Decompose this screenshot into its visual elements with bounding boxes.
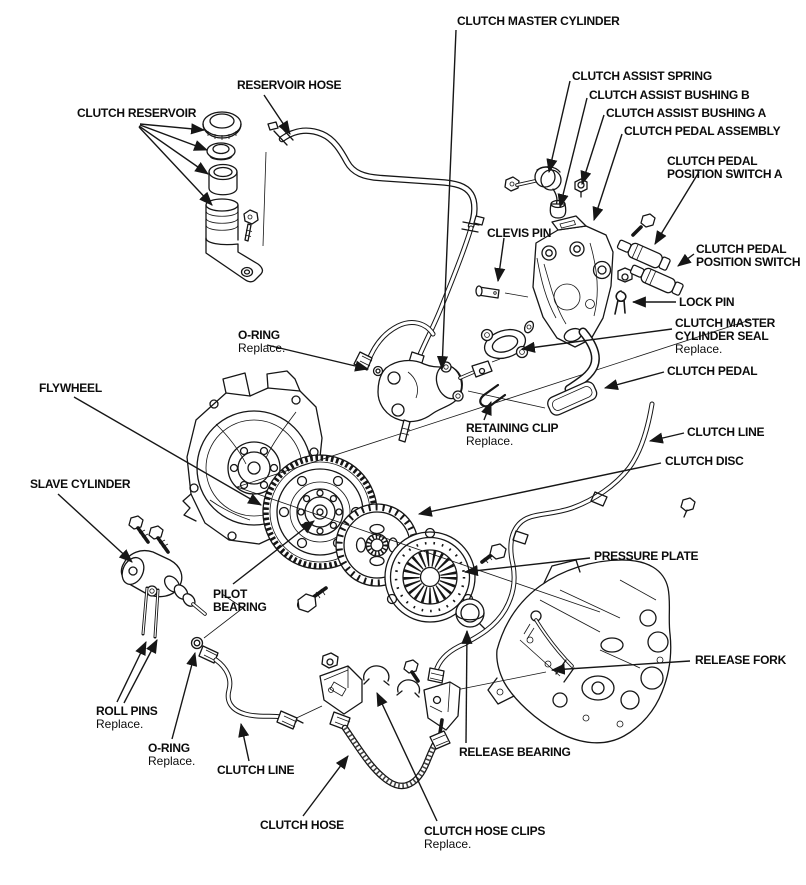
label-clutch-disc: CLUTCH DISC <box>665 455 744 468</box>
clutch-hose-clips-drawing <box>319 652 461 731</box>
pressure-plate-drawing <box>384 527 476 623</box>
label-flywheel: FLYWHEEL <box>39 382 102 395</box>
label-text: CLUTCH LINE <box>217 763 295 777</box>
label-text: POSITION SWITCH A <box>667 167 783 181</box>
label-reservoir-hose: RESERVOIR HOSE <box>237 78 342 92</box>
label-clutch-assist-bushing-a: CLUTCH ASSIST BUSHING A <box>606 107 766 120</box>
label-release-bearing: RELEASE BEARING <box>459 746 571 759</box>
label-lock-pin: LOCK PIN <box>679 295 735 309</box>
label-text: PILOT <box>213 587 248 601</box>
hose-clamp <box>461 215 485 233</box>
clevis-pin-drawing <box>475 285 500 299</box>
label-text: PRESSURE PLATE <box>594 549 699 563</box>
clutch-line-lower-drawing <box>190 636 304 730</box>
clutch-master-cylinder-seal-drawing <box>480 320 535 360</box>
label-text: CLUTCH PEDAL <box>667 364 758 378</box>
pressure-plate-bolt <box>480 543 507 564</box>
clutch-hose-drawing <box>329 711 451 790</box>
label-text: CLEVIS PIN <box>487 226 552 240</box>
label-text: O-RING <box>238 328 280 342</box>
clutch-assist-bushing-a-drawing <box>574 178 588 198</box>
label-subtext: Replace. <box>675 342 723 356</box>
transmission-drawing <box>487 559 672 744</box>
label-text: LOCK PIN <box>679 295 735 309</box>
reservoir-hose-drawing <box>267 121 485 360</box>
clutch-assist-spring-drawing <box>504 166 588 219</box>
label-clutch-pedal: CLUTCH PEDAL <box>667 364 758 378</box>
roll-pins-drawing <box>141 586 160 639</box>
label-release-fork: RELEASE FORK <box>695 654 786 667</box>
release-fork-drawing <box>523 610 575 683</box>
label-text: O-RING <box>148 741 190 755</box>
label-text: CYLINDER SEAL <box>675 329 769 343</box>
label-clutch-master-cylinder: CLUTCH MASTER CYLINDER <box>457 15 620 28</box>
label-text: SLAVE CYLINDER <box>30 477 131 491</box>
flywheel-bolt <box>296 586 328 613</box>
clutch-pedal-assembly-drawing <box>532 215 614 348</box>
label-text: CLUTCH HOSE <box>260 818 344 832</box>
label-text: CLUTCH ASSIST BUSHING B <box>589 88 750 102</box>
label-clutch-assist-spring: CLUTCH ASSIST SPRING <box>572 70 712 83</box>
reservoir-bolt <box>243 209 259 242</box>
clutch-pedal-position-switch-part <box>629 264 684 296</box>
label-text: CLUTCH ASSIST BUSHING A <box>606 106 767 120</box>
label-clutch-pedal-assembly: CLUTCH PEDAL ASSEMBLY <box>624 124 781 138</box>
o-ring-upper-part <box>372 365 384 377</box>
label-text: CLUTCH MASTER CYLINDER <box>457 14 620 28</box>
label-pressure-plate: PRESSURE PLATE <box>594 549 699 563</box>
retaining-clip-drawing <box>479 383 507 408</box>
label-text: CLUTCH LINE <box>687 425 765 439</box>
clutch-pedal-switches-drawing <box>614 213 684 315</box>
label-text: BEARING <box>213 600 267 614</box>
label-clevis-pin: CLEVIS PIN <box>487 227 551 240</box>
label-subtext: Replace. <box>96 717 144 731</box>
label-text: ROLL PINS <box>96 704 158 718</box>
clutch-pedal-drawing <box>547 327 600 416</box>
label-text: CLUTCH PEDAL <box>667 154 758 168</box>
label-text: RETAINING CLIP <box>466 421 559 435</box>
label-clutch-hose: CLUTCH HOSE <box>260 819 344 832</box>
label-text: CLUTCH HOSE CLIPS <box>424 824 546 838</box>
label-clutch-assist-bushing-b: CLUTCH ASSIST BUSHING B <box>589 88 750 102</box>
label-text: CLUTCH MASTER <box>675 316 776 330</box>
label-text: CLUTCH PEDAL ASSEMBLY <box>624 124 781 138</box>
label-text: CLUTCH ASSIST SPRING <box>572 69 712 83</box>
label-subtext: Replace. <box>238 341 286 355</box>
leader-lines <box>57 29 700 822</box>
label-text: POSITION SWITCH <box>696 255 801 269</box>
label-clutch-line-upper: CLUTCH LINE <box>687 425 765 439</box>
label-subtext: Replace. <box>466 434 514 448</box>
label-text: RELEASE FORK <box>695 653 787 667</box>
label-slave-cylinder: SLAVE CYLINDER <box>30 477 131 491</box>
label-text: FLYWHEEL <box>39 381 102 395</box>
label-clutch-reservoir: CLUTCH RESERVOIR <box>77 107 196 120</box>
small-screw <box>680 497 696 518</box>
o-ring-lower-part <box>190 636 204 650</box>
label-clutch-line-lower: CLUTCH LINE <box>217 763 295 777</box>
label-text: CLUTCH PEDAL <box>696 242 787 256</box>
label-text: CLUTCH DISC <box>665 454 744 468</box>
release-bearing-drawing <box>455 598 487 631</box>
clutch-reservoir-drawing <box>202 111 264 283</box>
clutch-assist-bushing-b-drawing <box>549 199 567 219</box>
label-text: RESERVOIR HOSE <box>237 78 342 92</box>
slave-cylinder-drawing <box>120 515 207 639</box>
clutch-pedal-position-switch-a-part <box>616 239 671 271</box>
label-text: CLUTCH RESERVOIR <box>77 106 197 120</box>
lock-pin-drawing <box>614 290 627 315</box>
label-text: RELEASE BEARING <box>459 745 571 759</box>
label-subtext: Replace. <box>148 754 196 768</box>
label-subtext: Replace. <box>424 837 472 851</box>
